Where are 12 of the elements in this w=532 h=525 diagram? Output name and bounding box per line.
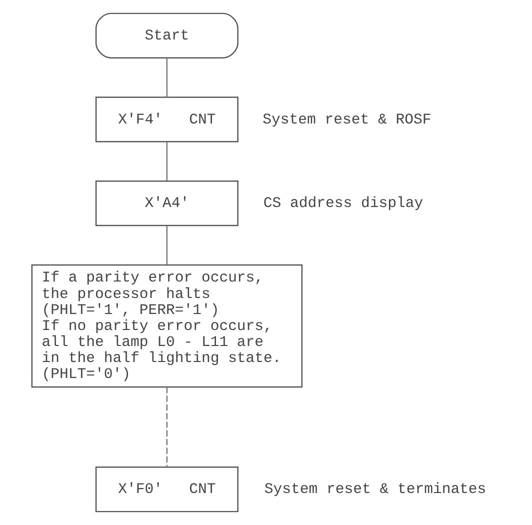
node-box: If a parity error occurs, the processor halts (PHLT='1', PERR='1') If no parity error occurs, all the lamp L0 - L11 are in the half lighting state. (PHLT='0') [30,264,302,388]
node-label: System reset & terminates [264,482,486,498]
node-box: X'F0' CNT [94,466,238,512]
node-box: X'A4' [94,180,238,226]
node-box: X'F4' CNT [94,96,238,142]
node-box: Start [94,12,238,58]
connector [166,387,168,468]
node-label: System reset & ROSF [262,112,431,128]
connector [166,142,168,181]
connector [166,58,168,97]
connector [166,226,168,265]
node-label: CS address display [262,196,423,212]
